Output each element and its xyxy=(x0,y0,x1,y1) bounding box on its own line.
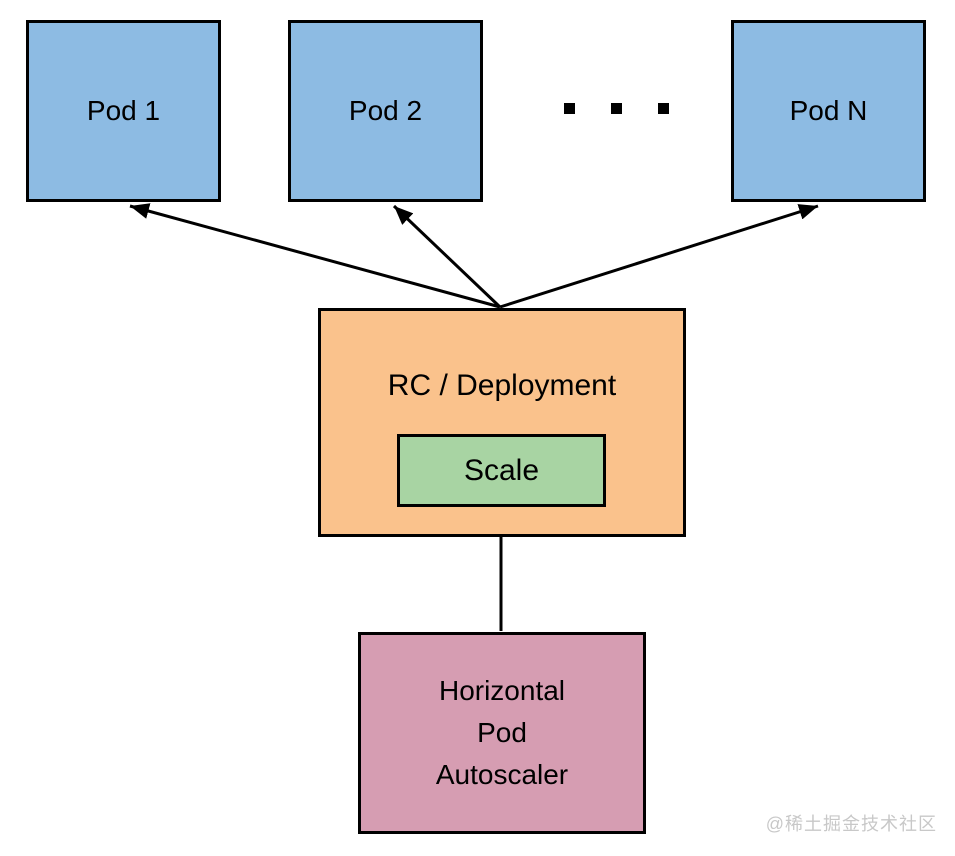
ellipsis-dot xyxy=(611,103,622,114)
node-pod-1: Pod 1 xyxy=(26,20,221,202)
node-hpa-label-line2: Pod xyxy=(477,717,527,748)
node-pod-2: Pod 2 xyxy=(288,20,483,202)
arrow-rc-to-pod2 xyxy=(392,204,502,309)
node-scale: Scale xyxy=(397,434,606,507)
ellipsis-dot xyxy=(658,103,669,114)
node-hpa-label-line3: Autoscaler xyxy=(435,759,569,790)
node-pod-n: Pod N xyxy=(731,20,926,202)
watermark-text: @稀土掘金技术社区 xyxy=(765,814,937,834)
node-scale-label: Scale xyxy=(463,453,540,487)
node-pod-1-label: Pod 1 xyxy=(86,95,161,126)
arrow-rc-to-podn xyxy=(499,204,819,309)
ellipsis-dot xyxy=(564,103,575,114)
node-pod-n-label: Pod N xyxy=(789,95,868,126)
node-rc-deployment-label: RC / Deployment xyxy=(387,369,617,402)
node-hpa-label-line1: Horizontal xyxy=(438,675,566,706)
node-horizontal-pod-autoscaler: Horizontal Pod Autoscaler xyxy=(358,632,646,834)
ellipsis-icon xyxy=(564,103,669,114)
arrow-rc-to-pod1 xyxy=(129,203,501,309)
node-pod-2-label: Pod 2 xyxy=(348,95,423,126)
node-rc-deployment: RC / Deployment Scale xyxy=(318,308,686,537)
